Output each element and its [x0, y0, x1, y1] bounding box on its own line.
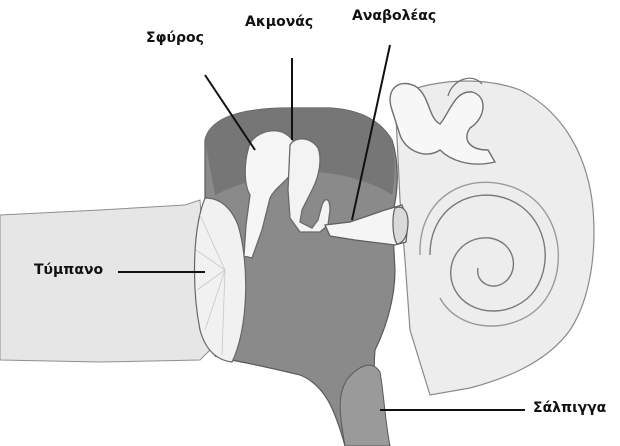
incus-label: Ακμονάς: [245, 14, 313, 30]
eustachian-tube-label: Σάλπιγγα: [533, 400, 606, 416]
eardrum-label: Τύμπανο: [34, 262, 103, 278]
ear-canal: [0, 200, 210, 362]
malleus-label: Σφύρος: [146, 30, 204, 46]
stapes-label: Αναβολέας: [352, 8, 436, 24]
